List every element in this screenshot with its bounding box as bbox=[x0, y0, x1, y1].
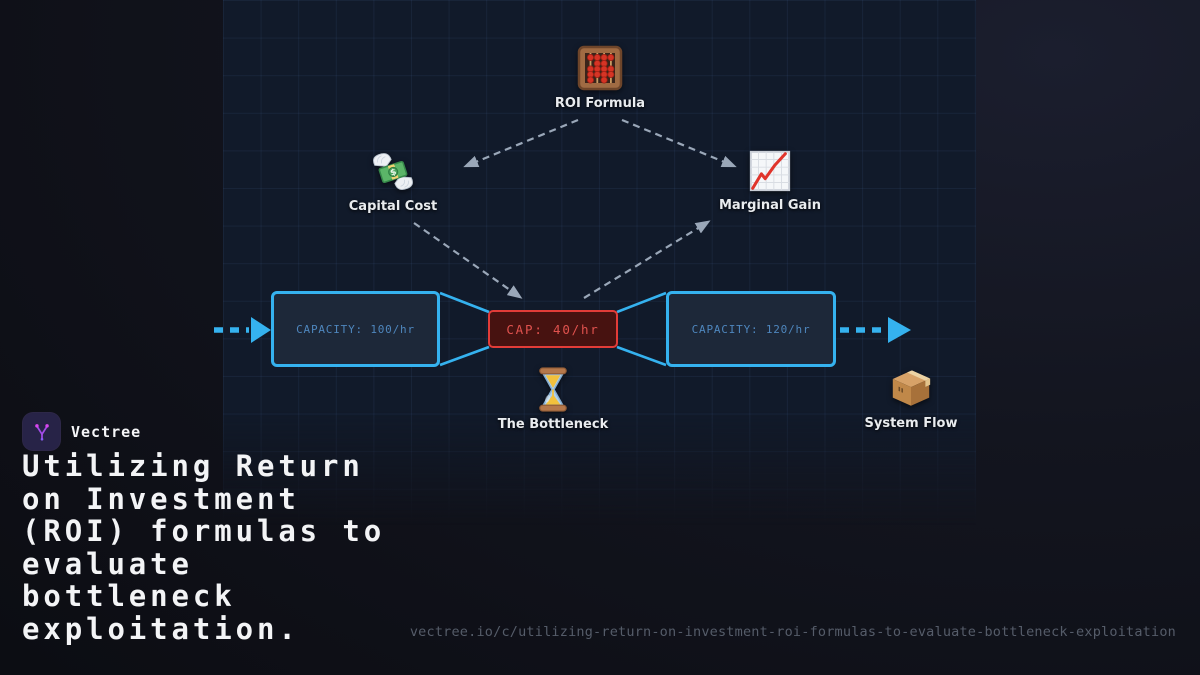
package-icon bbox=[888, 366, 934, 412]
bottleneck-cap-box: CAP: 40/hr bbox=[488, 310, 618, 348]
capacity-stage3-box: CAPACITY: 120/hr bbox=[666, 291, 836, 367]
brand-name: Vectree bbox=[71, 422, 142, 441]
footer-url: vectree.io/c/utilizing-return-on-investm… bbox=[409, 624, 1176, 640]
node-label: ROI Formula bbox=[554, 96, 646, 111]
node-label: Capital Cost bbox=[348, 199, 438, 214]
hourglass-icon bbox=[533, 366, 573, 413]
node-the-bottleneck: The Bottleneck bbox=[488, 366, 618, 432]
abacus-icon bbox=[576, 44, 624, 92]
capacity-stage3-label: CAPACITY: 120/hr bbox=[691, 322, 811, 336]
node-marginal-gain: Marginal Gain bbox=[705, 148, 835, 213]
chart-increasing-icon bbox=[747, 148, 793, 194]
money-with-wings-icon: $ bbox=[370, 149, 416, 195]
node-label: The Bottleneck bbox=[497, 417, 609, 432]
bottleneck-cap-label: CAP: 40/hr bbox=[506, 321, 600, 337]
capacity-stage1-box: CAPACITY: 100/hr bbox=[271, 291, 440, 367]
node-roi-formula: ROI Formula bbox=[535, 44, 665, 111]
page-title: Utilizing Return on Investment (ROI) for… bbox=[22, 449, 386, 646]
brand: Vectree bbox=[23, 413, 141, 450]
capacity-stage1-label: CAPACITY: 100/hr bbox=[296, 322, 415, 336]
node-capital-cost: $ Capital Cost bbox=[328, 149, 458, 214]
node-label: Marginal Gain bbox=[718, 198, 822, 213]
svg-text:$: $ bbox=[389, 167, 398, 178]
node-system-flow: System Flow bbox=[846, 366, 976, 431]
vectree-logo-icon bbox=[23, 413, 60, 450]
node-label: System Flow bbox=[864, 416, 958, 431]
